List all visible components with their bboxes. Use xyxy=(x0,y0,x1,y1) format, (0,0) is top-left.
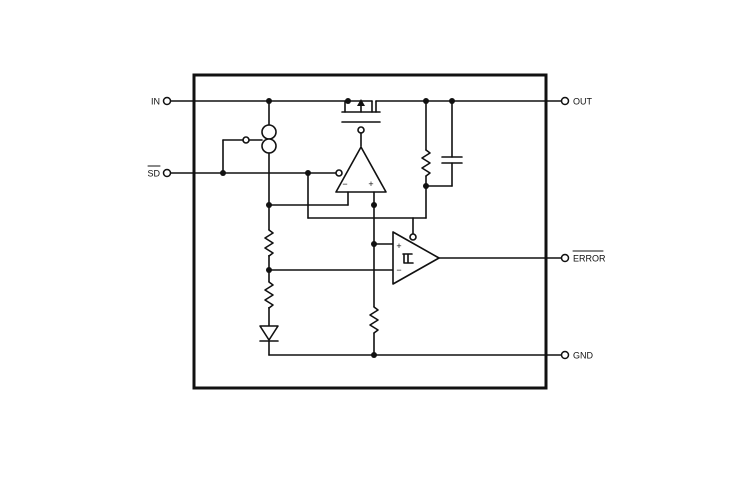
output-capacitor xyxy=(425,100,463,187)
pass-transistor-symbol xyxy=(341,99,381,147)
gnd-pin[interactable] xyxy=(560,350,570,360)
regulator-plus-sign: + xyxy=(368,179,373,189)
out-pin-label: OUT xyxy=(573,97,593,107)
sd-pin[interactable] xyxy=(162,168,172,178)
comparator-plus-sign: + xyxy=(396,241,401,251)
comparator-minus-sign: − xyxy=(396,265,401,275)
feedback-line xyxy=(367,204,394,356)
reference-resistor-lower xyxy=(262,281,276,309)
gnd-pin-label: GND xyxy=(573,351,594,361)
output-rail xyxy=(375,100,562,113)
error-pin[interactable] xyxy=(560,253,570,263)
regulator-amplifier-symbol xyxy=(335,146,387,206)
error-comparator-symbol xyxy=(392,231,562,285)
output-divider-resistor xyxy=(421,100,431,219)
package-outline xyxy=(192,73,548,390)
regulator-minus-sign: − xyxy=(342,179,347,189)
reference-resistor-upper xyxy=(262,229,276,257)
junction-dots xyxy=(220,98,455,358)
reference-diode-symbol xyxy=(259,325,279,356)
sd-pin-label: SD xyxy=(147,169,160,179)
in-pin-label: IN xyxy=(151,97,160,107)
in-pin[interactable] xyxy=(162,96,172,106)
out-pin[interactable] xyxy=(560,96,570,106)
error-pin-label: ERROR xyxy=(573,254,606,264)
